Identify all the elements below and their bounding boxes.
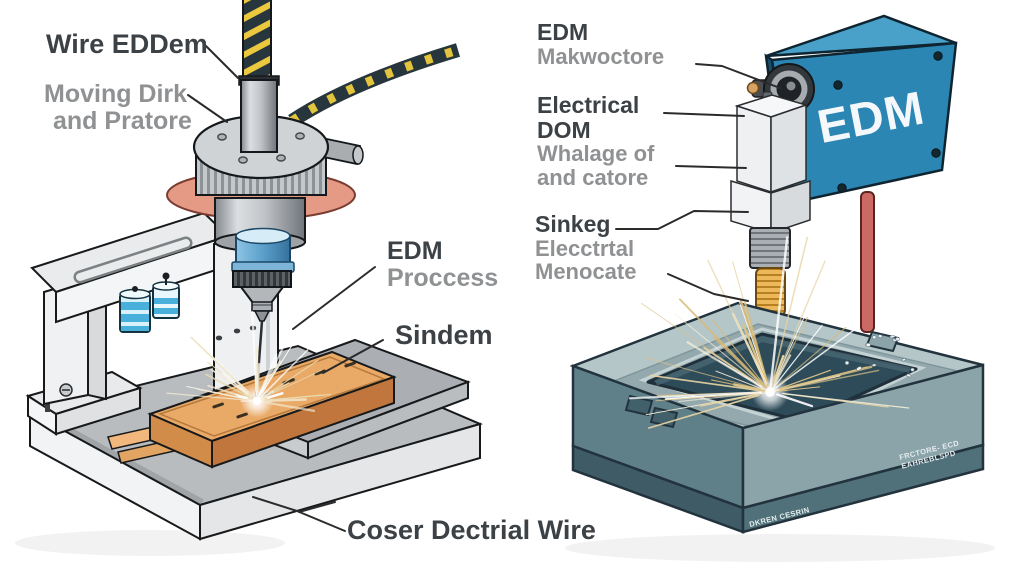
actuator-block <box>730 94 811 235</box>
clamp-bolt <box>45 398 50 412</box>
wire-edm-label: Wire EDDem <box>46 30 208 59</box>
sinker-edm-illustration: EDM <box>565 14 995 562</box>
box-screws <box>833 51 943 193</box>
shaft-tip <box>746 81 760 95</box>
flange-screws <box>217 132 305 164</box>
tank-notch <box>624 394 654 417</box>
spark-burst-right <box>628 232 915 429</box>
machine-frame <box>25 211 279 436</box>
edm-machine-label: EDM Makwoctore <box>537 19 665 69</box>
chuck-knurl <box>232 270 292 288</box>
curved-wire-cable <box>288 43 461 127</box>
wire-edm-illustration <box>15 0 483 556</box>
support-rod <box>860 191 875 333</box>
dielectric-tank: FRCTORE- ECD EAHREBLSPD DKREN CESRIN <box>569 301 985 534</box>
wire-spools <box>119 272 180 333</box>
spool-1 <box>119 286 151 333</box>
bottom-wire-label: Coser Dectrial Wire <box>347 515 596 545</box>
spool-2 <box>152 272 180 319</box>
moving-wire-label: Moving Dirk and Pratore <box>44 80 192 135</box>
spindle-assembly <box>166 0 461 403</box>
sindem-label: Sindem <box>395 320 493 350</box>
spark-burst-left <box>166 311 332 418</box>
spindle-shaft <box>240 79 278 153</box>
cut-marks <box>212 361 356 419</box>
leader-lines <box>187 45 781 532</box>
shadow <box>15 530 285 556</box>
vertical-wire-cable <box>242 0 272 85</box>
shadow <box>565 534 995 562</box>
sinker-label: Sinkeg Elecctrtal Menocate <box>535 211 637 285</box>
electrical-label: Electrical DOM Whalage of and catore <box>537 92 655 190</box>
wire-edm-label-text: Wire EDDem <box>46 29 208 59</box>
edm-process-label: EDM Proccess <box>387 237 499 292</box>
